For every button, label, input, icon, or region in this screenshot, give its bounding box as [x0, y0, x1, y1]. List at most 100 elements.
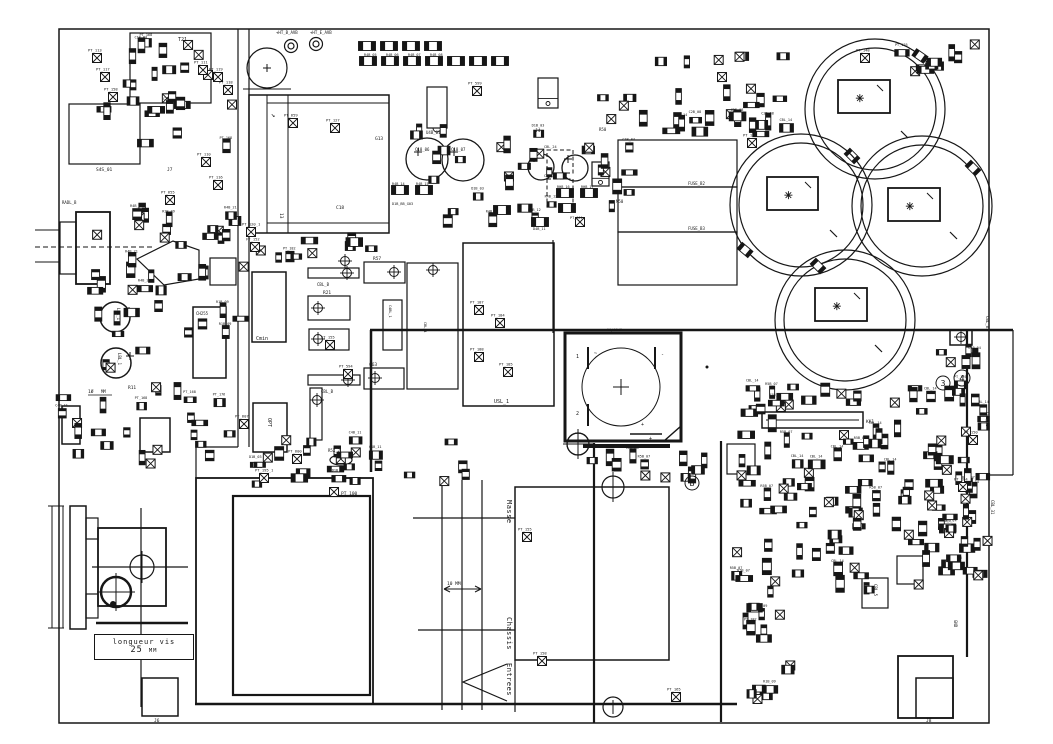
- smd-part: [424, 41, 442, 51]
- smd-end: [606, 449, 614, 454]
- smd-end: [103, 102, 111, 108]
- smd-part: [880, 433, 889, 450]
- smd-end: [601, 153, 608, 158]
- smd-part: [764, 538, 773, 552]
- smd-end: [393, 56, 399, 66]
- smd-part: [428, 175, 440, 184]
- ref-label: C18_07: [451, 147, 466, 152]
- ref-label: FUSE_B3: [688, 226, 705, 231]
- circled-number: 3: [935, 375, 951, 391]
- smd-part: [740, 408, 759, 417]
- smd-body: [728, 111, 747, 122]
- smd-end: [795, 384, 799, 390]
- smd-end: [864, 586, 868, 593]
- smd-body: [72, 448, 85, 459]
- smd-part: [135, 346, 151, 355]
- smd-part: [755, 634, 772, 643]
- test-point-x: [223, 85, 233, 95]
- test-point-x: [958, 482, 968, 492]
- smd-end: [853, 518, 861, 522]
- smd-part: [447, 208, 459, 216]
- smd-end: [594, 457, 598, 464]
- component-outline: [363, 367, 405, 390]
- smd-part: [503, 135, 511, 154]
- smd-end: [375, 461, 382, 464]
- test-point: PT_118: [219, 80, 233, 95]
- ref-label: LBL_1: [116, 308, 121, 321]
- smd-part: [925, 478, 943, 488]
- cluster-ref-label: R5B_07: [760, 484, 773, 488]
- smd-part: [87, 286, 104, 295]
- smd-part: [136, 402, 147, 411]
- smd-body: [691, 126, 709, 137]
- smd-end: [746, 620, 756, 625]
- smd-part: [349, 477, 361, 485]
- smd-part: [180, 62, 190, 73]
- smd-part: [954, 51, 963, 64]
- smd-end: [740, 499, 744, 508]
- smd-end: [873, 512, 880, 517]
- component-outline: [192, 306, 227, 379]
- smd-end: [503, 136, 511, 141]
- smd-end: [303, 445, 311, 449]
- smd-part: [493, 205, 511, 215]
- smd-end: [168, 91, 176, 95]
- smd-end: [129, 59, 136, 64]
- smd-end: [663, 57, 667, 66]
- smd-end: [764, 442, 771, 447]
- smd-part: [898, 495, 912, 505]
- toroid-pad-rect: [814, 287, 868, 322]
- smd-end: [807, 483, 812, 490]
- test-point-x: [127, 285, 138, 295]
- smd-end: [955, 471, 962, 476]
- test-point-x: [960, 493, 971, 504]
- smd-part: [977, 415, 990, 423]
- line: [474, 588, 482, 593]
- smd-end: [303, 452, 311, 456]
- smd-end: [779, 123, 784, 133]
- test-point: [716, 72, 727, 83]
- smd-end: [609, 208, 615, 212]
- smd-end: [678, 115, 685, 120]
- ref-label: 50/60HZ: [607, 328, 622, 332]
- smd-part: [447, 56, 465, 66]
- smd-body: [300, 236, 319, 245]
- smd-part: [762, 685, 779, 694]
- smd-end: [203, 420, 208, 426]
- component-outline: [617, 186, 738, 233]
- circle: [598, 179, 603, 185]
- smd-part: [165, 211, 173, 228]
- component-outline: [382, 299, 403, 351]
- smd-end: [259, 480, 262, 488]
- test-point-label: PT_187: [470, 300, 484, 305]
- smd-part: [132, 208, 143, 220]
- smd-part: [857, 479, 873, 487]
- cluster-ref-label: CBL_14: [746, 378, 759, 382]
- smd-part: [947, 561, 965, 571]
- smd-end: [837, 530, 842, 539]
- component-cluster: R4B_21R1B_09R4B_21R1B_09R4B_21R1B_09R4B_…: [87, 202, 250, 339]
- smd-part: [945, 524, 957, 533]
- mount-symbol: [906, 203, 913, 210]
- smd-end: [734, 122, 741, 127]
- test-point: [127, 284, 138, 295]
- test-point-x: [105, 362, 116, 373]
- smd-end: [977, 416, 981, 422]
- smd-part: [640, 459, 649, 470]
- smd-end: [894, 420, 901, 425]
- smd-end: [904, 479, 914, 483]
- test-point: [618, 100, 629, 111]
- smd-end: [458, 460, 468, 465]
- electrolytic-cap: [441, 138, 485, 182]
- smd-part: [306, 437, 317, 447]
- smd-part: [204, 449, 215, 462]
- smd-end: [796, 555, 803, 560]
- smd-end: [758, 616, 765, 620]
- smd-part: [797, 482, 812, 491]
- cluster-ref-label: R5B_07: [769, 393, 782, 397]
- smd-end: [349, 436, 353, 445]
- smd-end: [432, 151, 441, 155]
- smd-part: [225, 211, 237, 220]
- test-point-x: [213, 180, 223, 190]
